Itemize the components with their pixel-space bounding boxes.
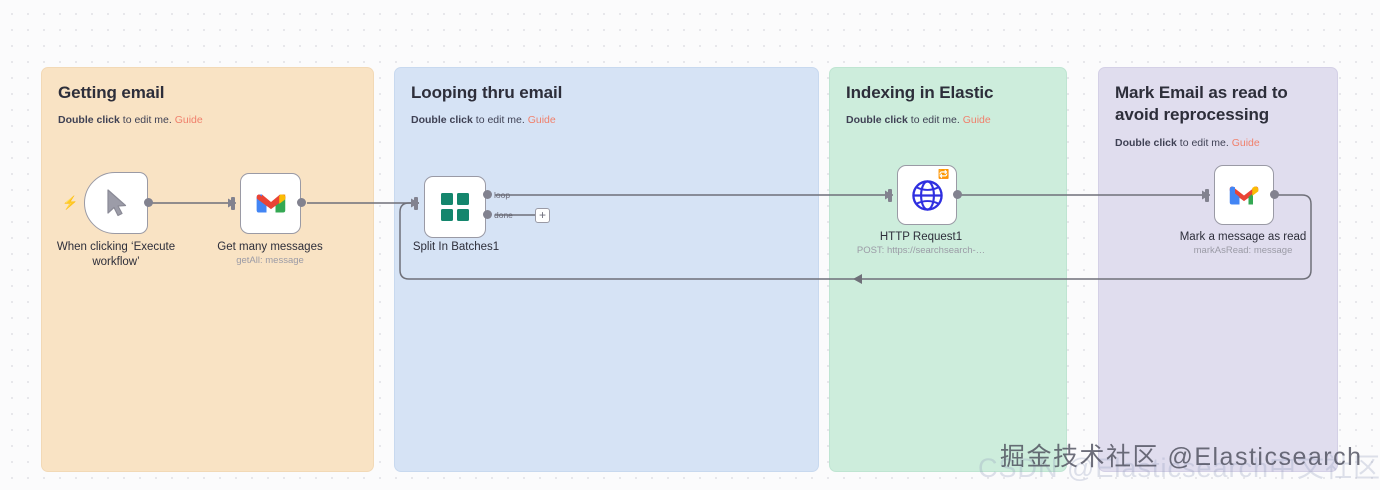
node-http-request[interactable] (897, 165, 957, 225)
retry-icon: 🔁 (938, 169, 950, 179)
sticky-note-hint-rest: to edit me. (119, 114, 175, 127)
node-label-split-in-batches: Split In Batches1 (412, 241, 500, 253)
port-output-gmail-get-many[interactable] (297, 198, 306, 207)
sticky-note-title: Getting email (58, 83, 165, 102)
sticky-note-mark-email-as-read[interactable]: Mark Email as read to avoid reprocessing… (1098, 67, 1338, 472)
add-node-button[interactable]: + (535, 208, 550, 223)
sticky-note-title: Indexing in Elastic (846, 83, 994, 102)
globe-icon (911, 179, 943, 211)
lightning-bolt-icon: ⚡ (62, 195, 79, 210)
port-output-manual-trigger[interactable] (144, 198, 153, 207)
node-label-http-request: HTTP Request1 (879, 231, 963, 243)
sticky-note-indexing-in-elastic[interactable]: Indexing in Elastic Double click to edit… (829, 67, 1067, 472)
sticky-note-looping-thru-email[interactable]: Looping thru email Double click to edit … (394, 67, 819, 472)
node-subtitle-http-request: POST: https://searchsearch-… (856, 245, 986, 256)
node-subtitle-gmail-get-many: getAll: message (236, 255, 304, 266)
port-output-mark-as-read[interactable] (1270, 190, 1279, 199)
sticky-note-hint-bold: Double click (1115, 136, 1177, 149)
sticky-note-hint-rest: to edit me. (907, 114, 963, 127)
sticky-note-title: Looping thru email (411, 83, 563, 102)
sticky-note-guide-link[interactable]: Guide (1231, 136, 1260, 149)
sticky-note-hint-bold: Double click (411, 114, 473, 127)
node-gmail-get-many-messages[interactable] (240, 173, 301, 234)
node-label-mark-as-read: Mark a message as read (1179, 231, 1307, 243)
sticky-note-guide-link[interactable]: Guide (174, 114, 203, 127)
gmail-icon (256, 194, 285, 213)
port-input-gmail-get-many[interactable] (231, 197, 235, 210)
sticky-note-hint-bold: Double click (58, 114, 120, 127)
node-subtitle-mark-as-read: markAsRead: message (1193, 245, 1293, 256)
node-label-gmail-get-many: Get many messages (217, 241, 323, 253)
sticky-note-hint: Double click to edit me. Guide (58, 113, 357, 128)
node-gmail-mark-as-read[interactable] (1214, 165, 1274, 225)
port-input-http-request[interactable] (888, 189, 892, 202)
sticky-note-hint: Double click to edit me. Guide (846, 113, 1050, 128)
port-label-loop: loop (494, 190, 511, 200)
sticky-note-hint-bold: Double click (846, 114, 908, 127)
port-output-loop[interactable] (483, 190, 492, 199)
sticky-note-title: Mark Email as read to avoid reprocessing (1115, 83, 1288, 125)
sticky-note-guide-link[interactable]: Guide (527, 114, 556, 127)
node-manual-trigger[interactable] (84, 172, 148, 234)
port-input-mark-as-read[interactable] (1205, 189, 1209, 202)
split-in-batches-icon (441, 193, 469, 221)
gmail-icon (1229, 186, 1259, 204)
sticky-note-hint: Double click to edit me. Guide (1115, 136, 1321, 151)
sticky-note-hint: Double click to edit me. Guide (411, 113, 802, 128)
node-label-manual-trigger: When clicking ‘Execute workflow’ (56, 241, 176, 268)
sticky-note-guide-link[interactable]: Guide (962, 114, 991, 127)
port-input-split-in-batches[interactable] (414, 197, 418, 210)
port-output-http-request[interactable] (953, 190, 962, 199)
cursor-arrow-icon (107, 189, 127, 217)
sticky-note-getting-email[interactable]: Getting email Double click to edit me. G… (41, 67, 374, 472)
node-split-in-batches[interactable] (424, 176, 486, 238)
port-label-done: done (494, 210, 513, 220)
port-output-done[interactable] (483, 210, 492, 219)
sticky-note-hint-rest: to edit me. (1176, 136, 1232, 149)
sticky-note-hint-rest: to edit me. (472, 114, 528, 127)
